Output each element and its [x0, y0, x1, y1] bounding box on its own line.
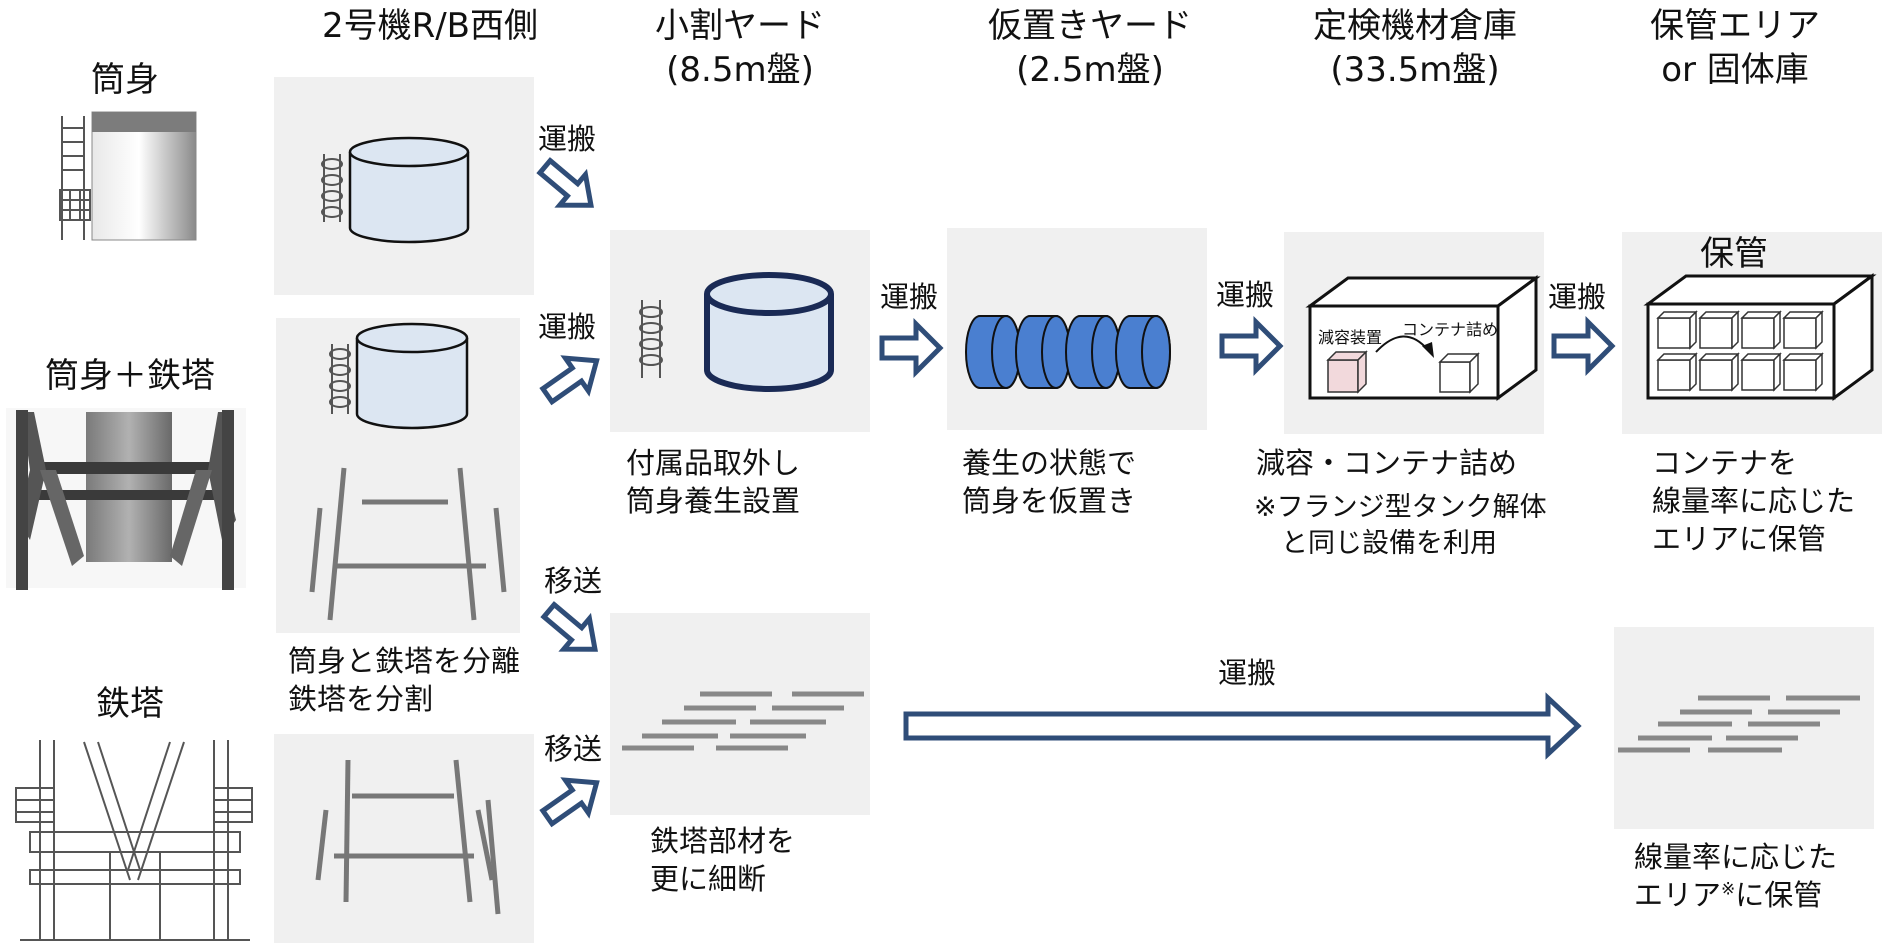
- transport-arrow-5: [879, 317, 944, 379]
- column-header-small-yard: 小割ヤード (8.5m盤): [655, 6, 825, 90]
- desc-tower-cut: 鉄塔部材を 更に細断: [650, 824, 796, 896]
- arrow-label-1: 運搬: [538, 122, 597, 156]
- desc-warehouse: 減容・コンテナ詰め: [1256, 446, 1518, 480]
- ladder-3: [639, 300, 663, 378]
- row-label-tower: 鉄塔: [96, 684, 164, 724]
- transport-arrow-2: [539, 355, 600, 406]
- stored-containers: [1656, 310, 1824, 392]
- column-header-temp-yard: 仮置きヤード (2.5m盤): [988, 6, 1192, 90]
- desc-storage-parts: 線量率に応じた エリア※に保管: [1634, 838, 1837, 914]
- desc-storage-parts-mark: ※: [1721, 879, 1736, 900]
- ladder-2: [329, 344, 351, 414]
- label-reduce-device: 減容装置: [1318, 328, 1383, 347]
- desc-storage: コンテナを 線量率に応じた エリアに保管: [1652, 446, 1856, 556]
- arrow-label-8: 運搬: [1218, 656, 1277, 690]
- desc-small-yard: 付属品取外し 筒身養生設置: [626, 446, 801, 518]
- desc-storage-parts-prefix: 線量率に応じた エリア: [1634, 840, 1838, 912]
- tower-frame-1: [309, 467, 507, 621]
- label-container-packing: コンテナ詰め: [1402, 320, 1499, 339]
- shell-cylinder-1: [348, 136, 470, 244]
- transfer-arrow-3: [540, 601, 598, 652]
- container-cube: [1438, 352, 1480, 394]
- transfer-arrow-4: [539, 777, 600, 828]
- desc-separate: 筒身と鉄塔を分離 鉄塔を分割: [288, 644, 521, 716]
- protected-cylinder: [704, 272, 834, 392]
- arrow-label-2: 運搬: [538, 310, 597, 344]
- desc-temp-yard: 養生の状態で 筒身を仮置き: [962, 446, 1137, 518]
- transport-arrow-1: [536, 157, 594, 208]
- tower-frame-2: [315, 759, 501, 915]
- cut-parts-1: [622, 691, 864, 751]
- shell-cylinder-2: [355, 322, 469, 430]
- transport-arrow-long: [903, 692, 1582, 760]
- stored-cylinders: [965, 315, 1171, 389]
- transport-arrow-7: [1551, 315, 1616, 377]
- row-label-shell-tower: 筒身＋鉄塔: [45, 356, 215, 396]
- arrow-label-4: 移送: [544, 732, 603, 766]
- column-header-warehouse: 定検機材倉庫 (33.5m盤): [1313, 6, 1517, 90]
- arrow-label-5: 運搬: [880, 280, 939, 314]
- shell-tower-photo: [6, 408, 246, 590]
- reduce-device-cube: [1326, 350, 1368, 394]
- arrow-label-7: 運搬: [1548, 280, 1607, 314]
- column-header-storage: 保管エリア or 固体庫: [1650, 6, 1820, 90]
- tower-photo: [15, 740, 253, 941]
- shell-photo: [59, 111, 197, 241]
- arrow-label-3: 移送: [544, 564, 603, 598]
- transport-arrow-6: [1219, 315, 1284, 377]
- column-header-origin: 2号機R/B西側: [321, 6, 539, 46]
- panel-storage-parts: [1614, 627, 1874, 829]
- label-storage-title: 保管: [1700, 234, 1768, 274]
- transfer-curve-head: [1422, 342, 1434, 358]
- arrow-label-6: 運搬: [1216, 278, 1275, 312]
- panel-tower-parts: [610, 613, 870, 815]
- ladder-1: [321, 154, 343, 222]
- row-label-shell: 筒身: [91, 60, 159, 100]
- desc-warehouse-note: ※フランジ型タンク解体 と同じ設備を利用: [1254, 492, 1547, 559]
- cut-parts-2: [1618, 695, 1860, 753]
- desc-storage-parts-suffix: に保管: [1735, 878, 1823, 912]
